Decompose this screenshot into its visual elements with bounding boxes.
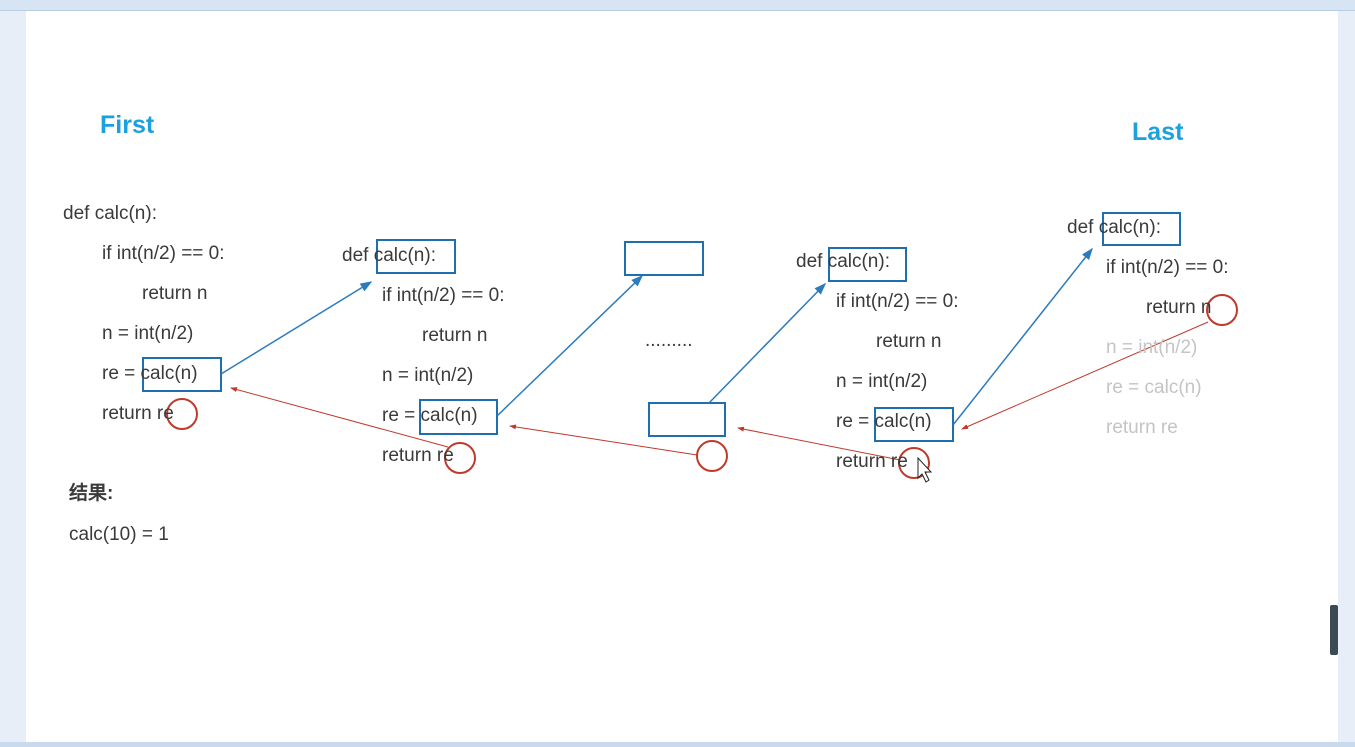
return-circle (166, 398, 198, 430)
code-line: def calc(n): (63, 203, 157, 224)
return-circle (1206, 294, 1238, 326)
mouse-cursor-icon (917, 456, 933, 483)
call-box (648, 402, 726, 437)
code-line: return re (836, 451, 908, 472)
code-line: re = calc(n) (102, 363, 198, 384)
code-line: if int(n/2) == 0: (836, 291, 959, 312)
return-arrow (961, 321, 1209, 430)
code-line: return re (102, 403, 174, 424)
return-circle (898, 447, 930, 479)
code-line: return n (422, 325, 488, 346)
scrollbar-thumb[interactable] (1330, 605, 1338, 655)
code-line: return n (876, 331, 942, 352)
code-line: return n (142, 283, 208, 304)
code-line: return n (1146, 297, 1212, 318)
code-line: def calc(n): (342, 245, 436, 266)
code-line-inactive: return re (1106, 417, 1178, 438)
call-box (419, 399, 498, 435)
result-label: 结果: (69, 483, 114, 504)
code-line: re = calc(n) (382, 405, 478, 426)
code-line: n = int(n/2) (836, 371, 928, 392)
def-box (1102, 212, 1181, 246)
code-line: def calc(n): (796, 251, 890, 272)
heading-last: Last (1132, 118, 1184, 146)
code-line: return re (382, 445, 454, 466)
result-value: calc(10) = 1 (69, 524, 169, 545)
code-line-inactive: n = int(n/2) (1106, 337, 1198, 358)
return-arrow (737, 426, 901, 461)
def-box (828, 247, 907, 282)
code-line-inactive: re = calc(n) (1106, 377, 1202, 398)
return-circle (444, 442, 476, 474)
code-line: def calc(n): (1067, 217, 1161, 238)
def-box (624, 241, 704, 276)
return-arrow (509, 424, 698, 456)
call-arrow (708, 282, 827, 404)
ellipsis: ......... (645, 330, 693, 351)
heading-first: First (100, 111, 155, 139)
slide (26, 11, 1338, 742)
code-line: re = calc(n) (836, 411, 932, 432)
call-arrow (496, 274, 644, 417)
def-box (376, 239, 456, 274)
code-line: if int(n/2) == 0: (1106, 257, 1229, 278)
call-arrow (220, 281, 373, 375)
code-line: if int(n/2) == 0: (382, 285, 505, 306)
call-box (142, 357, 222, 392)
return-arrow (230, 387, 449, 448)
code-line: n = int(n/2) (382, 365, 474, 386)
code-line: n = int(n/2) (102, 323, 194, 344)
call-arrow (952, 247, 1093, 426)
window-bottom-bar (0, 742, 1355, 747)
return-circle (696, 440, 728, 472)
window-top-bar (0, 0, 1355, 11)
code-line: if int(n/2) == 0: (102, 243, 225, 264)
